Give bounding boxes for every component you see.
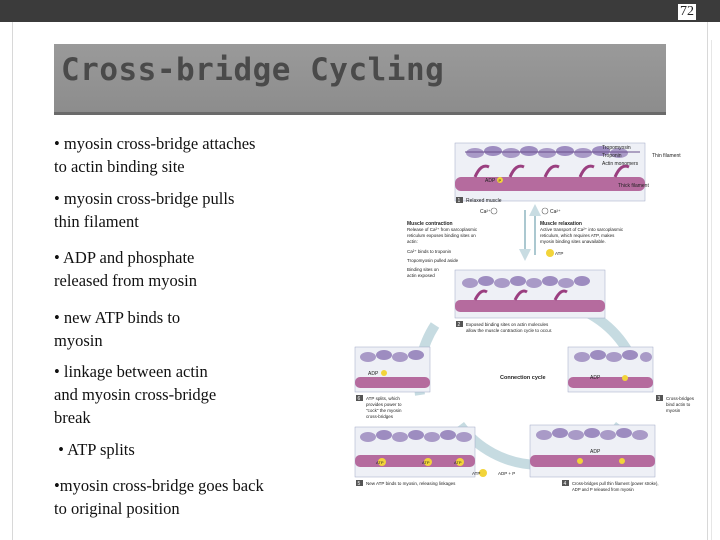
step6-panel: ADP	[355, 347, 430, 392]
atp-relax-label: ATP	[555, 251, 563, 256]
relaxed-muscle-panel: ADP P	[455, 143, 645, 201]
label-actin-monomers: Actin monomers	[602, 161, 639, 167]
bullet-7: •myosin cross-bridge goes back to origin…	[54, 474, 264, 520]
left-rule	[12, 22, 13, 540]
label-binding-sites-1: Binding sites on	[407, 267, 439, 272]
bullet-4-line-2: myosin	[54, 329, 180, 352]
bullet-1-line-2: to actin binding site	[54, 155, 255, 178]
bullet-2-line-1: • myosin cross-bridge pulls	[54, 187, 234, 210]
label-ca-binds: Ca²⁺ binds to troponin	[407, 249, 452, 254]
bullet-1-line-1: • myosin cross-bridge attaches	[54, 132, 255, 155]
bullet-2-line-2: thin filament	[54, 210, 234, 233]
bullet-4: • new ATP binds to myosin	[54, 306, 180, 352]
step6-text-1: ATP splits, which	[366, 396, 400, 401]
bullet-7-line-1: •myosin cross-bridge goes back	[54, 474, 264, 497]
muscle-relaxation-line-1: Active transport of Ca²⁺ into sarcoplasm…	[540, 227, 624, 232]
label-binding-sites-2: actin exposed	[407, 273, 435, 278]
bullet-4-line-1: • new ATP binds to	[54, 306, 180, 329]
muscle-relaxation-line-3: myosin binding sites unavailable.	[540, 239, 606, 244]
step6-text-2: provides power to	[366, 402, 402, 407]
adp-label-right: ADP	[590, 375, 601, 381]
cross-bridge-cycle-figure: ADP P Tropomyosin Troponin Actin monomer…	[350, 125, 705, 495]
muscle-contraction-line-3: actin:	[407, 239, 418, 244]
bullet-3: • ADP and phosphate released from myosin	[54, 246, 197, 292]
label-thin-filament: Thin filament	[652, 153, 681, 159]
muscle-contraction-line-1: Release of Ca²⁺ from sarcoplasmic	[407, 227, 478, 232]
step4-text-1: Cross-bridges pull thin filament (power …	[572, 481, 659, 486]
muscle-relaxation-line-2: reticulum, which requires ATP, makes	[540, 233, 615, 238]
label-relaxed-muscle: Relaxed muscle	[466, 198, 502, 204]
ca-label-left: Ca²⁺	[480, 209, 491, 215]
page-number: 72	[678, 4, 696, 20]
atp-label-1: ATP	[376, 460, 384, 465]
step3-text-3: myosin	[666, 408, 681, 413]
bullet-7-line-2: to original position	[54, 497, 264, 520]
bullet-3-line-1: • ADP and phosphate	[54, 246, 197, 269]
step2-text-2: allow the muscle contraction cycle to oc…	[466, 328, 552, 333]
step3-text-2: bind actin to	[666, 402, 691, 407]
adp-label-bottom: ADP	[590, 449, 601, 455]
right-rule-inner	[711, 40, 712, 540]
bullet-5: • linkage between actin and myosin cross…	[54, 360, 216, 429]
top-bar	[0, 0, 720, 22]
p-label-top: P	[499, 178, 502, 183]
step6-text-4: cross-bridges	[366, 414, 394, 419]
step3-text-1: Cross-bridges	[666, 396, 695, 401]
adp-label-left: ADP	[368, 371, 379, 377]
ca-ion-left	[491, 208, 497, 214]
muscle-relaxation-block: Muscle relaxation Active transport of Ca…	[540, 221, 624, 244]
atp-label-2: ATP	[422, 460, 430, 465]
step6-number: 6	[358, 396, 361, 402]
bullet-1: • myosin cross-bridge attaches to actin …	[54, 132, 255, 178]
ca-label-right: Ca²⁺	[550, 209, 561, 215]
bullet-6-line-1: • ATP splits	[54, 438, 135, 461]
title-bar-shadow	[54, 112, 666, 115]
label-tropomyosin-pulled: Tropomyosin pulled aside	[407, 258, 459, 263]
label-thick-filament: Thick filament	[618, 183, 649, 189]
step6-text-3: "cock" the myosin	[366, 408, 402, 413]
step2-number: 2	[458, 322, 461, 328]
step5-text: New ATP binds to myosin, releasing linka…	[366, 481, 456, 486]
right-rule	[707, 22, 708, 540]
ca-ion-right	[542, 208, 548, 214]
step5-panel	[355, 427, 475, 477]
muscle-contraction-line-2: reticulum exposes binding sites on	[407, 233, 476, 238]
label-tropomyosin: Tropomyosin	[602, 145, 631, 151]
bullet-6: • ATP splits	[54, 438, 135, 461]
bullet-5-line-1: • linkage between actin	[54, 360, 216, 383]
slide-title: Cross-bridge Cycling	[61, 52, 444, 88]
atp-bottom-label: ATP	[472, 471, 480, 476]
bullet-3-line-2: released from myosin	[54, 269, 197, 292]
step3-number: 3	[658, 396, 661, 402]
adp-p-label: ADP + P	[498, 471, 515, 476]
step4-text-2: ADP and P released from myosin	[572, 487, 634, 492]
atp-ion-relax	[546, 249, 554, 257]
label-troponin: Troponin	[602, 153, 622, 159]
bullet-5-line-2: and myosin cross-bridge	[54, 383, 216, 406]
step2-text-1: Exposed binding sites on actin molecules	[466, 322, 549, 327]
step4-number: 4	[564, 481, 567, 487]
step5-number: 5	[358, 481, 361, 487]
connection-cycle-label: Connection cycle	[500, 375, 546, 381]
bullet-5-line-3: break	[54, 406, 216, 429]
atp-label-3: ATP	[454, 460, 462, 465]
step1-number: 1	[458, 198, 461, 204]
binding-sites-panel	[455, 270, 605, 318]
adp-label-top: ADP	[485, 178, 496, 184]
muscle-contraction-block: Muscle contraction Release of Ca²⁺ from …	[407, 221, 478, 244]
bullet-2: • myosin cross-bridge pulls thin filamen…	[54, 187, 234, 233]
step3-panel: ADP	[568, 347, 653, 392]
